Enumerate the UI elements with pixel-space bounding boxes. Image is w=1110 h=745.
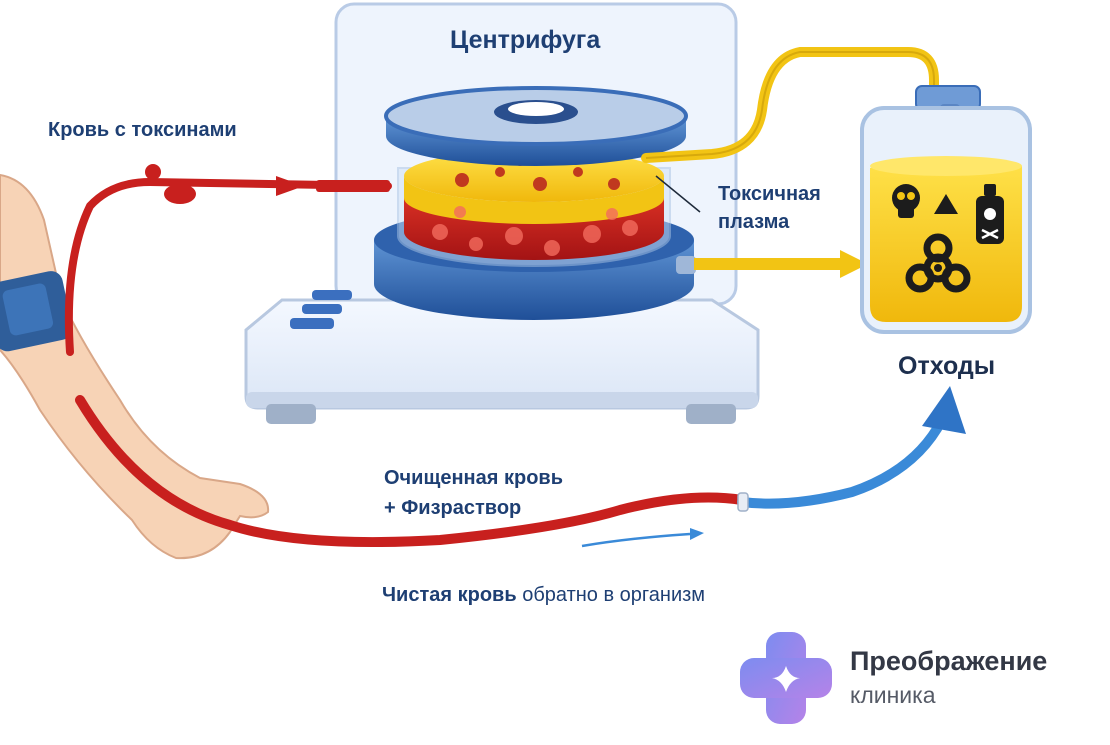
skull-icon bbox=[892, 184, 920, 218]
patient-arm bbox=[0, 173, 270, 560]
blood-in-label: Кровь с токсинами bbox=[48, 119, 237, 141]
waste-label: Отходы bbox=[898, 352, 996, 380]
purified-line1: Очищенная кровь bbox=[384, 467, 564, 489]
control-button-3 bbox=[290, 318, 334, 329]
centrifuge-rotor bbox=[374, 86, 694, 320]
centrifuge-base bbox=[244, 290, 760, 424]
brand-name: Преображение bbox=[850, 646, 1048, 676]
toxic-plasma-line1: Токсичная bbox=[718, 183, 821, 205]
toxic-plasma-label: Токсичная плазма bbox=[718, 180, 821, 236]
plasma-output-arrow bbox=[676, 250, 868, 278]
centrifuge-label: Центрифуга bbox=[450, 26, 601, 54]
return-label-rest: обратно в организм bbox=[522, 584, 706, 606]
waste-container bbox=[860, 85, 1032, 334]
warning-triangle-icon bbox=[934, 194, 958, 214]
biohazard-icon bbox=[905, 233, 971, 293]
flow-direction-arrow bbox=[581, 532, 691, 548]
blood-in-tube bbox=[64, 177, 392, 356]
clinic-logo bbox=[740, 632, 832, 724]
return-label: Чистая кровь обратно в организм bbox=[382, 584, 705, 607]
return-label-bold: Чистая кровь bbox=[382, 584, 517, 606]
sparkle-icon bbox=[772, 666, 800, 692]
return-tube-blue bbox=[737, 415, 947, 509]
plasma-pointer-line bbox=[655, 175, 701, 213]
tube-clamp bbox=[164, 184, 196, 204]
purified-line2: + Физраствор bbox=[384, 497, 522, 519]
waste-arrow-head bbox=[922, 386, 966, 434]
poison-bottle-icon bbox=[976, 184, 1004, 244]
toxic-plasma-line2: плазма bbox=[718, 211, 790, 233]
purified-blood-label: Очищенная кровь + Физраствор bbox=[384, 463, 563, 523]
return-tube-red bbox=[75, 395, 747, 548]
brand-subtitle: клиника bbox=[850, 682, 936, 708]
control-button-1 bbox=[312, 290, 352, 300]
control-button-2 bbox=[302, 304, 342, 314]
blood-in-arrow bbox=[276, 176, 304, 196]
